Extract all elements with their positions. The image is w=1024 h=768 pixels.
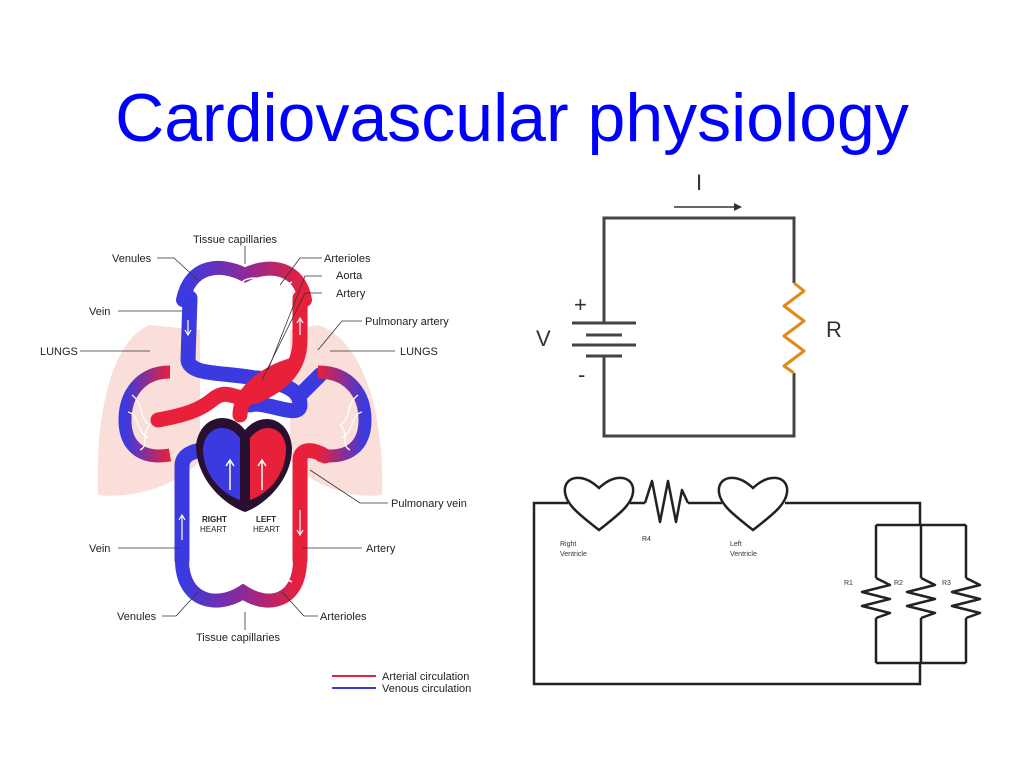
current-arrow bbox=[674, 203, 742, 211]
label-right-ventricle-1: Right bbox=[560, 541, 576, 548]
label-arterioles-bottom: Arterioles bbox=[320, 611, 367, 623]
label-pulmonary-artery: Pulmonary artery bbox=[365, 316, 449, 328]
label-venules-top: Venules bbox=[112, 253, 152, 265]
legend: Arterial circulation Venous circulation bbox=[332, 671, 471, 695]
label-arterioles-top: Arterioles bbox=[324, 253, 371, 265]
legend-label-arterial: Arterial circulation bbox=[382, 671, 469, 683]
label-aorta: Aorta bbox=[336, 270, 363, 282]
resistor-label: R bbox=[826, 317, 842, 342]
resistor-r2-symbol bbox=[905, 576, 937, 620]
resistor-r1-symbol bbox=[860, 576, 892, 620]
resistor-r3-symbol bbox=[950, 576, 982, 620]
circuit-wire bbox=[602, 216, 796, 438]
tissue-capillaries-top-bed bbox=[176, 261, 312, 307]
label-tissue-capillaries-bottom: Tissue capillaries bbox=[196, 632, 280, 644]
plus-label: + bbox=[574, 292, 587, 317]
tissue-capillaries-bottom-bed bbox=[175, 553, 307, 608]
slide-title: Cardiovascular physiology bbox=[115, 80, 909, 156]
flow-arrows bbox=[178, 316, 304, 540]
label-artery-top: Artery bbox=[336, 288, 366, 300]
label-lungs-right: LUNGS bbox=[400, 346, 438, 358]
label-pulmonary-vein: Pulmonary vein bbox=[391, 498, 467, 510]
heart bbox=[196, 418, 292, 512]
label-artery-bottom: Artery bbox=[366, 543, 396, 555]
label-venules-bottom: Venules bbox=[117, 611, 157, 623]
circulation-diagram: Tissue capillaries Venules Arterioles Ao… bbox=[40, 234, 471, 695]
label-right-heart-1: RIGHT bbox=[202, 515, 227, 524]
heart-circuit: Right Ventricle R4 Left Ventricle R1 R2 … bbox=[532, 476, 982, 686]
legend-label-venous: Venous circulation bbox=[382, 683, 471, 695]
resistor-symbol bbox=[782, 281, 806, 375]
label-vein-top: Vein bbox=[89, 306, 110, 318]
label-r3: R3 bbox=[942, 580, 951, 587]
current-label: I bbox=[696, 170, 702, 195]
label-r4: R4 bbox=[642, 536, 651, 543]
heart-circuit-wire bbox=[532, 501, 968, 686]
label-left-heart-2: HEART bbox=[253, 525, 280, 534]
label-r2: R2 bbox=[894, 580, 903, 587]
label-right-ventricle-2: Ventricle bbox=[560, 551, 587, 558]
label-tissue-capillaries-top: Tissue capillaries bbox=[193, 234, 277, 246]
label-left-ventricle-2: Ventricle bbox=[730, 551, 757, 558]
label-left-heart-1: LEFT bbox=[256, 515, 276, 524]
simple-circuit: I + V - R bbox=[536, 170, 842, 438]
minus-label: - bbox=[578, 362, 585, 387]
battery-symbol bbox=[572, 321, 636, 358]
label-r1: R1 bbox=[844, 580, 853, 587]
resistor-r4-symbol bbox=[643, 479, 690, 524]
right-lung-capillaries bbox=[316, 365, 372, 463]
label-left-ventricle-1: Left bbox=[730, 541, 742, 548]
left-lung-capillaries bbox=[118, 365, 172, 463]
left-ventricle-heart bbox=[717, 476, 789, 532]
left-lung bbox=[97, 325, 200, 496]
right-ventricle-heart bbox=[563, 476, 635, 532]
label-vein-bottom: Vein bbox=[89, 543, 110, 555]
label-right-heart-2: HEART bbox=[200, 525, 227, 534]
label-lungs-left: LUNGS bbox=[40, 346, 78, 358]
voltage-label: V bbox=[536, 326, 551, 351]
pointer-lines bbox=[80, 246, 395, 630]
